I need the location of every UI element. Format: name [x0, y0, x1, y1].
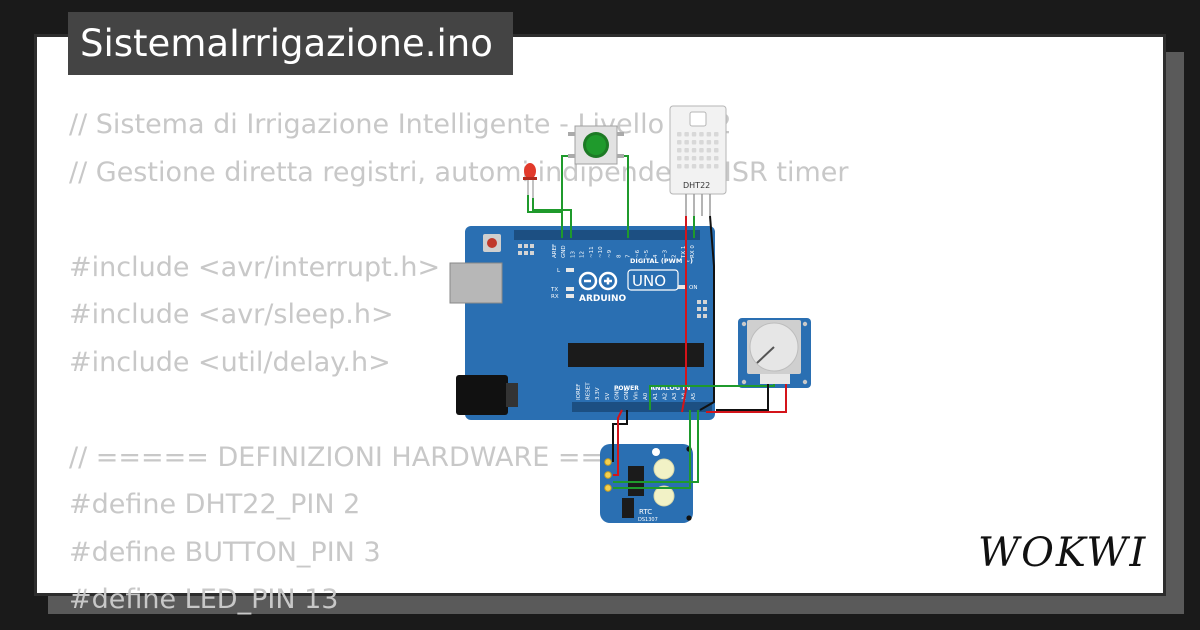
code-line: #include <avr/interrupt.h> [69, 251, 441, 283]
code-line: // Sistema di Irrigazione Intelligente -… [69, 109, 732, 140]
code-line: // Gestione diretta registri, automi ind… [69, 156, 849, 188]
code-line: #include <util/delay.h> [69, 346, 391, 378]
code-line: #include <avr/sleep.h> [69, 299, 394, 330]
preview-card: // Sistema di Irrigazione Intelligente -… [34, 34, 1166, 615]
code-line [69, 196, 848, 244]
code-preview: // Sistema di Irrigazione Intelligente -… [69, 101, 848, 624]
wokwi-logo: WOKWI [978, 530, 1147, 576]
code-line: #define BUTTON_PIN 3 [69, 536, 381, 568]
code-line: #define LED_PIN 13 [69, 584, 339, 615]
code-line: #define DHT22_PIN 2 [69, 489, 361, 520]
code-line: // ===== DEFINIZIONI HARDWARE ===== [69, 441, 671, 473]
code-line [69, 386, 848, 434]
wokwi-logo-text: WOKWI [978, 530, 1147, 576]
project-title: SistemaIrrigazione.ino [68, 12, 513, 75]
